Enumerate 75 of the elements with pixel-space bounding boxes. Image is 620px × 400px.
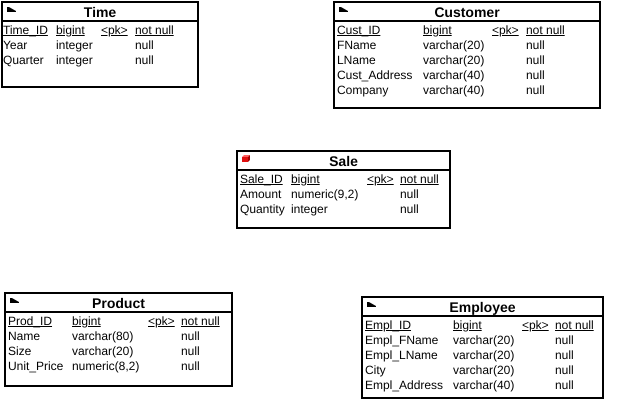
null-constraint: null <box>555 333 574 348</box>
column-name: Empl_Address <box>365 378 444 393</box>
null-constraint: not null <box>135 23 174 38</box>
column-name: Unit_Price <box>8 359 64 374</box>
data-type: bigint <box>56 23 85 38</box>
data-type: integer <box>56 38 93 53</box>
entity-table <box>333 1 601 109</box>
null-constraint: null <box>555 363 574 378</box>
null-constraint: null <box>181 344 200 359</box>
data-type: bigint <box>72 314 101 329</box>
data-type: varchar(20) <box>453 363 514 378</box>
data-type: varchar(20) <box>72 344 134 359</box>
null-constraint: not null <box>400 172 439 187</box>
table-title: Employee <box>449 298 516 314</box>
key-label: <pk> <box>148 314 175 329</box>
column-name: Prod_ID <box>8 314 52 329</box>
data-type: varchar(40) <box>453 378 514 393</box>
null-constraint: not null <box>526 23 565 38</box>
null-constraint: null <box>526 53 545 68</box>
null-constraint: null <box>400 202 419 217</box>
data-type: varchar(40) <box>423 68 484 83</box>
table-title: Customer <box>434 4 500 20</box>
null-constraint: not null <box>555 318 594 333</box>
data-type: numeric(9,2) <box>291 187 358 202</box>
table-title: Sale <box>329 152 358 168</box>
entity-table <box>361 296 604 399</box>
column-name: Cust_Address <box>337 68 412 83</box>
column-name: Cust_ID <box>337 23 380 38</box>
null-constraint: null <box>526 68 545 83</box>
column-name: FName <box>337 38 376 53</box>
null-constraint: null <box>135 53 154 68</box>
entity-table <box>236 150 451 229</box>
null-constraint: null <box>555 378 574 393</box>
entity-table <box>1 1 199 88</box>
column-name: Quantity <box>240 202 285 217</box>
null-constraint: null <box>181 359 200 374</box>
column-name: Company <box>337 83 388 98</box>
data-type: bigint <box>291 172 320 187</box>
column-name: Empl_ID <box>365 318 412 333</box>
null-constraint: null <box>181 329 200 344</box>
data-type: varchar(20) <box>423 53 484 68</box>
column-name: Quarter <box>3 53 44 68</box>
data-type: varchar(80) <box>72 329 134 344</box>
null-constraint: null <box>135 38 154 53</box>
column-name: Empl_LName <box>365 348 438 363</box>
column-name: Year <box>3 38 28 53</box>
null-constraint: null <box>555 348 574 363</box>
null-constraint: null <box>526 83 545 98</box>
null-constraint: not null <box>181 314 220 329</box>
column-name: Size <box>8 344 32 359</box>
key-label: <pk> <box>492 23 519 38</box>
data-type: varchar(20) <box>453 348 514 363</box>
data-type: varchar(20) <box>423 38 484 53</box>
data-type: bigint <box>453 318 482 333</box>
null-constraint: null <box>526 38 545 53</box>
column-name: City <box>365 363 386 378</box>
key-label: <pk> <box>101 23 128 38</box>
data-type: varchar(20) <box>453 333 514 348</box>
data-type: bigint <box>423 23 452 38</box>
null-constraint: null <box>400 187 419 202</box>
entity-table <box>4 292 233 387</box>
column-name: LName <box>337 53 376 68</box>
data-type: varchar(40) <box>423 83 484 98</box>
column-name: Sale_ID <box>240 172 283 187</box>
data-type: integer <box>291 202 328 217</box>
column-name: Time_ID <box>3 23 48 38</box>
table-title: Product <box>92 294 145 310</box>
column-name: Amount <box>240 187 282 202</box>
key-label: <pk> <box>367 172 394 187</box>
data-type: numeric(8,2) <box>72 359 140 374</box>
column-name: Name <box>8 329 40 344</box>
table-title: Time <box>84 4 116 20</box>
key-label: <pk> <box>522 318 549 333</box>
data-type: integer <box>56 53 93 68</box>
column-name: Empl_FName <box>365 333 438 348</box>
